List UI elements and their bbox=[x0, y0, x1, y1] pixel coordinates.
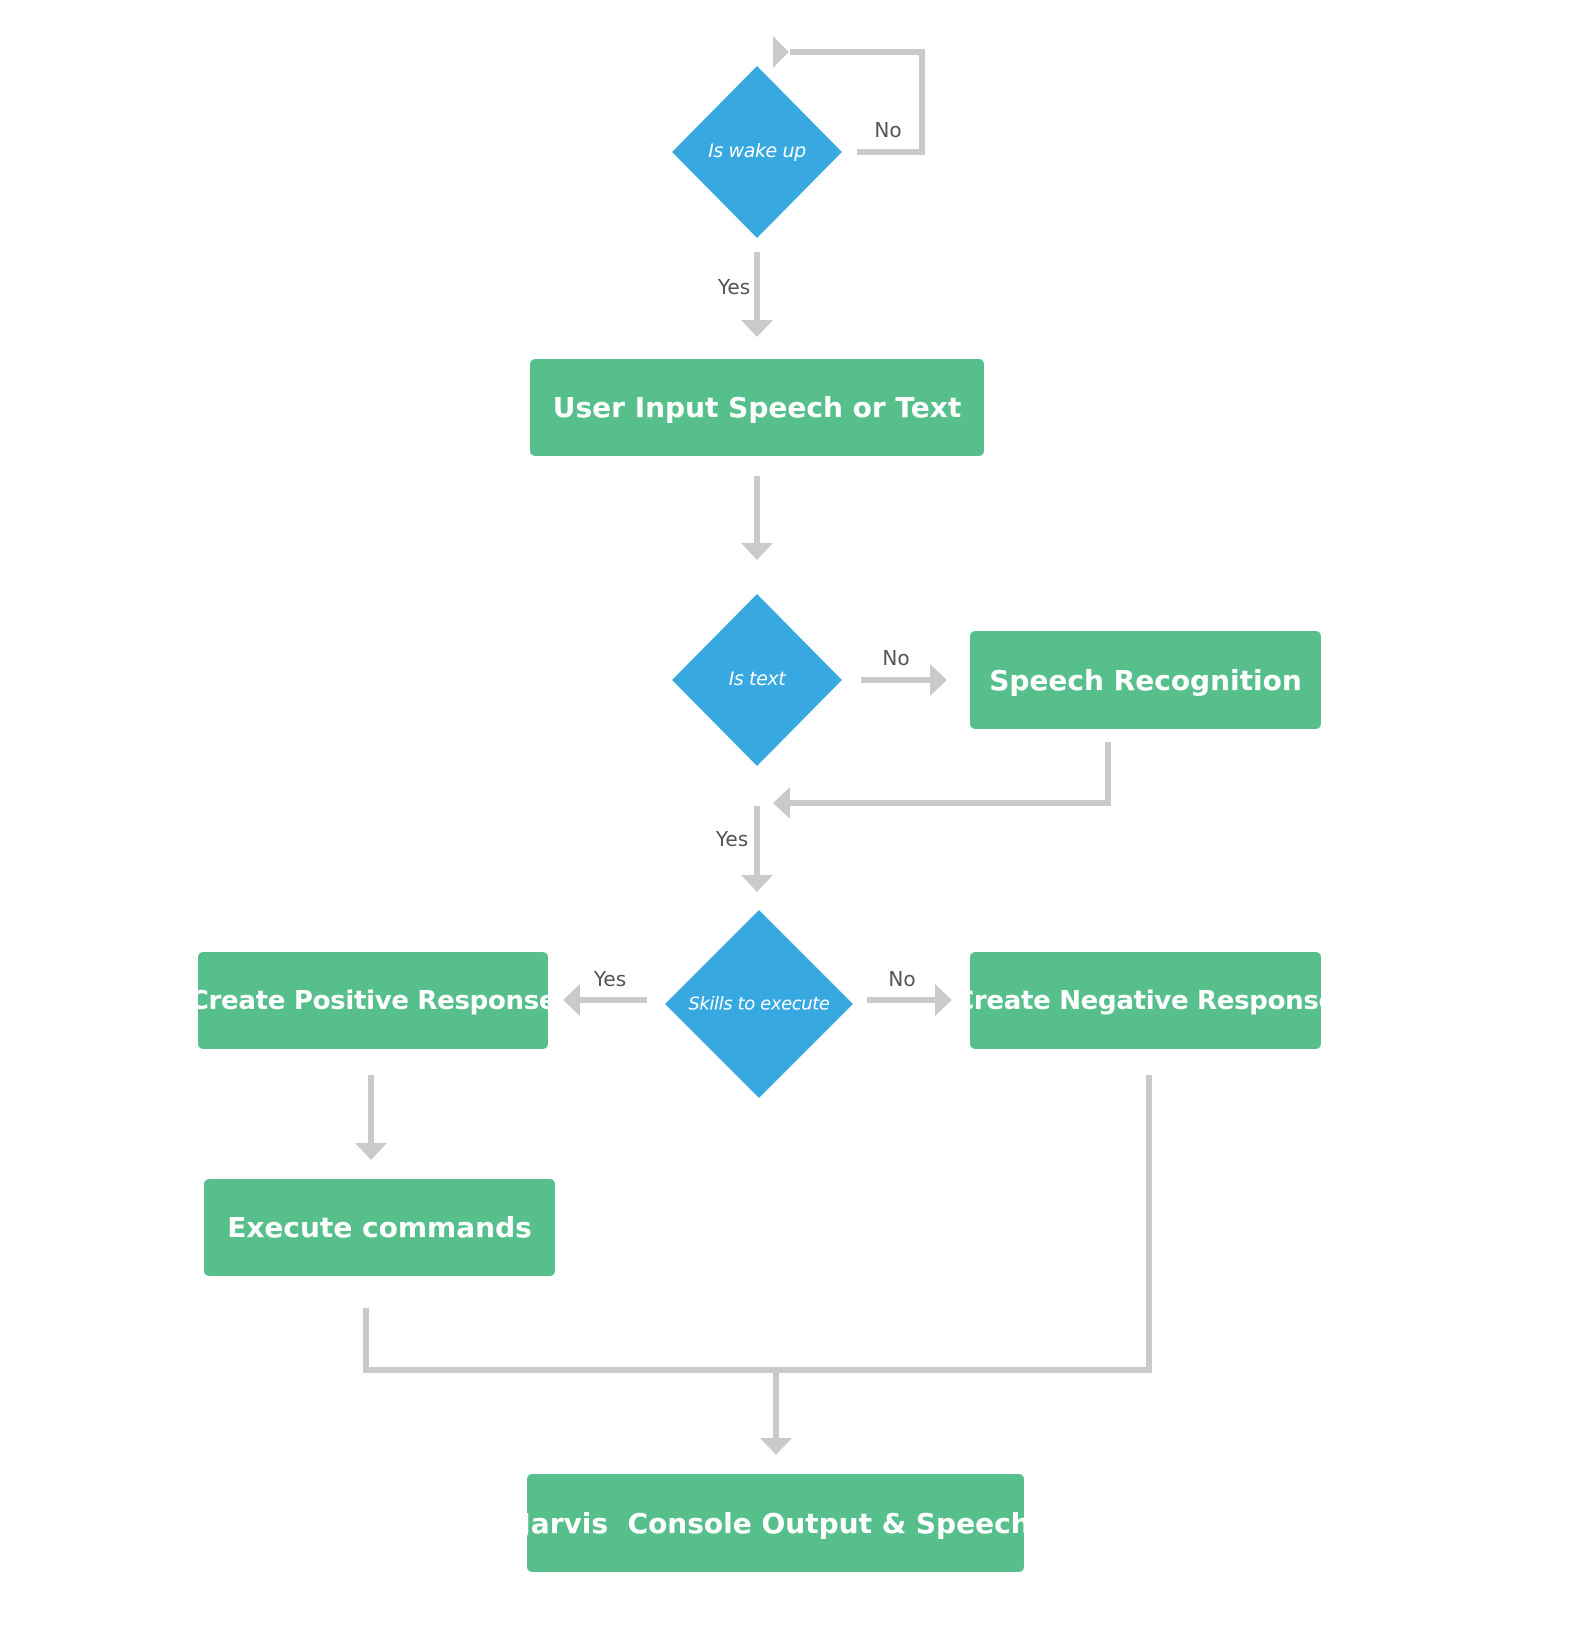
text-decision-label: Is text bbox=[728, 668, 786, 690]
user-input-label: User Input Speech or Text bbox=[552, 391, 962, 424]
output-label: Jarvis Console Output & Speech bbox=[520, 1506, 1031, 1540]
wake-no-edge-label: No bbox=[874, 118, 902, 142]
wake-no-arrowhead bbox=[773, 36, 789, 68]
negative-response-box: Create Negative Response bbox=[955, 952, 1336, 1049]
wake-decision-diamond bbox=[672, 66, 842, 238]
skills-no-arrowhead bbox=[935, 984, 952, 1016]
merge-line bbox=[363, 1075, 1152, 1373]
positive-to-execute-arrowhead bbox=[355, 1143, 387, 1160]
speech-recognition-box: Speech Recognition bbox=[970, 631, 1321, 729]
user-input-box: User Input Speech or Text bbox=[530, 359, 984, 456]
recognition-return-line bbox=[790, 742, 1111, 806]
wake-yes-arrowhead bbox=[741, 320, 773, 337]
input-to-text-arrowhead bbox=[741, 543, 773, 560]
text-yes-arrowhead bbox=[741, 875, 773, 892]
wake-yes-edge-label: Yes bbox=[717, 275, 751, 299]
execute-commands-box: Execute commands bbox=[204, 1179, 555, 1276]
execute-commands-label: Execute commands bbox=[227, 1211, 532, 1244]
merge-to-output-arrowhead bbox=[760, 1438, 792, 1455]
recognition-return-arrowhead bbox=[773, 787, 790, 819]
negative-response-label: Create Negative Response bbox=[955, 985, 1336, 1016]
skills-decision-diamond bbox=[665, 910, 853, 1098]
output-box: Jarvis Console Output & Speech bbox=[520, 1474, 1031, 1572]
skills-yes-edge-label: Yes bbox=[593, 967, 627, 991]
positive-response-label: Create Positive Response bbox=[189, 985, 557, 1016]
wake-no-loop-line bbox=[790, 49, 925, 155]
arrow-heads bbox=[355, 36, 952, 1455]
text-no-arrowhead bbox=[930, 664, 947, 696]
skills-yes-arrowhead bbox=[563, 984, 580, 1016]
wake-decision-label: Is wake up bbox=[708, 140, 806, 162]
skills-no-edge-label: No bbox=[888, 967, 916, 991]
text-yes-edge-label: Yes bbox=[715, 827, 749, 851]
connector-lines bbox=[363, 49, 1152, 1438]
positive-response-box: Create Positive Response bbox=[190, 952, 557, 1049]
skills-decision-label: Skills to execute bbox=[688, 993, 830, 1015]
speech-recognition-label: Speech Recognition bbox=[989, 663, 1302, 697]
text-no-edge-label: No bbox=[882, 646, 910, 670]
text-decision-diamond bbox=[672, 594, 842, 766]
